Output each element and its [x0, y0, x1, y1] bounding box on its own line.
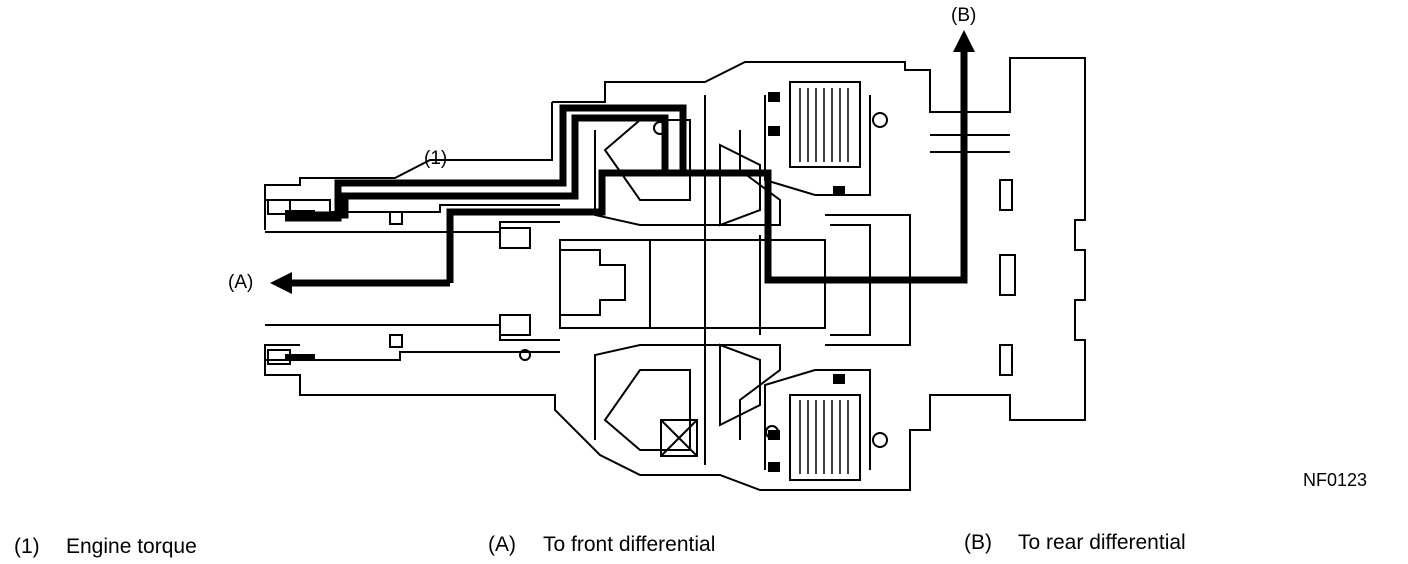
- legend-key: (1): [14, 535, 40, 558]
- input-shaft-bottom: [265, 324, 560, 341]
- input-shaft-bottom2: [265, 351, 560, 361]
- callout-rear-differential: (B): [951, 5, 977, 26]
- front-output-path: [446, 50, 968, 284]
- housing-outline: [264, 57, 1086, 491]
- legend-key: (B): [964, 531, 992, 554]
- legend-key: (A): [488, 533, 516, 556]
- callout-front-differential: (A): [228, 272, 254, 293]
- arrow-to-front: [270, 272, 292, 294]
- front-diff-flow-path: [285, 114, 669, 219]
- figure-code: NF0123: [1303, 470, 1368, 490]
- callout-engine-torque: (1): [424, 148, 448, 169]
- legend-text: Engine torque: [66, 535, 197, 558]
- housing-upper-front: [264, 102, 553, 230]
- legend-text: To rear differential: [1018, 531, 1186, 554]
- legend-text: To front differential: [543, 533, 716, 556]
- arrow-to-rear: [953, 30, 975, 52]
- legend-item-engine-torque: (1) Engine torque: [14, 536, 197, 557]
- legend-item-front-differential: (A) To front differential: [488, 534, 715, 555]
- legend-item-rear-differential: (B) To rear differential: [964, 532, 1186, 553]
- input-shaft-upper: [265, 199, 560, 213]
